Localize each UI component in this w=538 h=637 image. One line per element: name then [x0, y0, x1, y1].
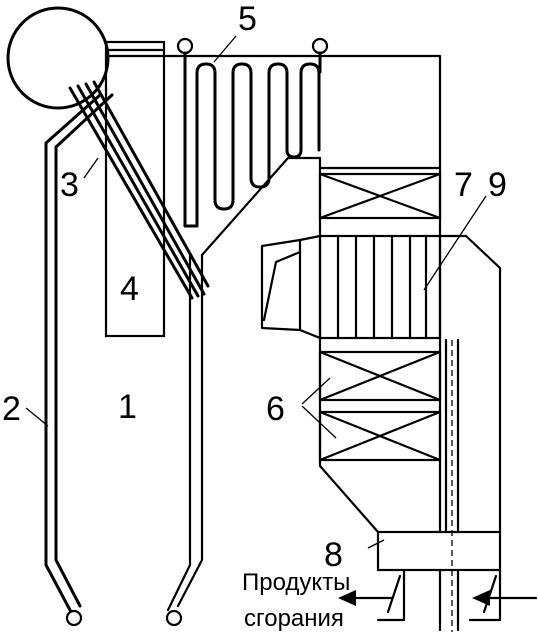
lower-surfaces [318, 350, 442, 462]
air-arrow [472, 590, 538, 606]
label-7: 7 [454, 166, 473, 204]
superheater-coil [183, 51, 322, 228]
platen-screen [104, 40, 166, 338]
drum [6, 6, 110, 110]
label-2: 2 [2, 390, 21, 428]
air-heater [318, 234, 502, 534]
air-duct-left [260, 234, 322, 340]
label-1: 1 [118, 388, 137, 426]
label-8: 8 [324, 536, 343, 574]
right-duct [444, 338, 460, 632]
header-right [311, 37, 329, 55]
regenerative-heater [376, 530, 502, 632]
label-3: 3 [60, 166, 79, 204]
label-9: 9 [488, 166, 507, 204]
label-6: 6 [266, 390, 285, 428]
economizer [318, 172, 442, 220]
front-wall-tube [44, 93, 114, 627]
convective-shaft [318, 156, 442, 534]
caption-line-1: Продукты [242, 569, 350, 596]
caption-line-2: сгорания [244, 605, 344, 632]
header-left [176, 37, 194, 55]
furnace-rear-wall [108, 54, 442, 627]
leader-lines [25, 35, 487, 549]
flue-arrow [338, 590, 394, 606]
label-4: 4 [120, 270, 139, 308]
label-5: 5 [238, 0, 257, 38]
